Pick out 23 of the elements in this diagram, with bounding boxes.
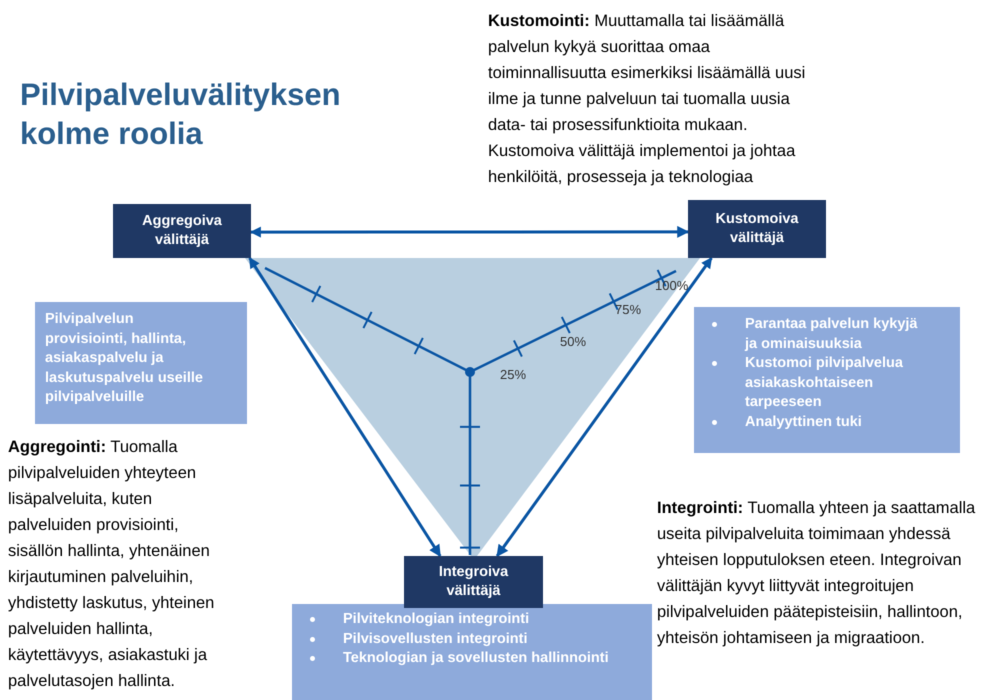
list-item: Pilvisovellusten integrointi: [343, 630, 528, 649]
description-text: Integrointi: Tuomalla yhteen ja saattamalla useita pilvipalveluita toimimaan yhdessä yhteisen lopputuloksen eteen. Integroivan välittäjän kyvyt liittyvät integroitujen pilvipalveluiden päätepisteisiin, hallintoon, yhteisön johtamiseen ja migraatioon.: [657, 498, 976, 649]
role-box: Kustomoiva välittäjä: [688, 200, 826, 258]
list-item: Parantaa palvelun kykyjä ja ominaisuuksia: [745, 315, 918, 354]
description-text: Kustomointi: Muuttamalla tai lisäämällä palvelun kykyä suorittaa omaa toiminnallisuutta esimerkiksi lisäämällä uusi ilme ja tunne palveluun tai tuomalla uusia data- tai prosessifunktioita mukaan. Kustomoiva välittäjä implementoi ja johtaa henkilöitä, prosesseja ja teknologiaa: [488, 11, 806, 188]
scale-label: 50%: [560, 334, 586, 349]
role-box: Aggregoiva välittäjä: [113, 204, 251, 258]
list-item: Teknologian ja sovellusten hallinnointi: [343, 649, 609, 668]
bullet-list-box: [292, 604, 652, 700]
title: Pilvipalveluvälityksen kolme roolia: [20, 76, 342, 153]
scale-label: 25%: [500, 367, 526, 382]
list-item: Kustomoi pilvipalvelua asiakaskohtaiseen tarpeeseen: [745, 354, 904, 412]
scale-label: 75%: [615, 302, 642, 317]
arrow: [248, 257, 442, 557]
role-box: Integroiva välittäjä: [404, 556, 543, 608]
description-box: Pilvipalvelun provisiointi, hallinta, asiakaspalvelu ja laskutuspalvelu useille pilvipalveluille: [35, 302, 247, 424]
arrow: [250, 226, 690, 238]
list-item: Analyyttinen tuki: [745, 412, 862, 432]
bullet-list-box: [694, 307, 960, 453]
description-text: Aggregointi: Tuomalla pilvipalveluiden yhteyteen lisäpalveluita, kuten palveluiden provisiointi, sisällön hallinta, yhtenäinen kirjautuminen palveluihin, yhdistetty laskutus, yhteinen palveluiden hallinta, käytettävyys, asiakastuki ja palvelutasojen hallinta.: [8, 437, 216, 692]
list-item: Pilviteknologian integrointi: [343, 610, 530, 629]
scale-label: 100%: [655, 278, 688, 293]
arrow: [496, 257, 713, 557]
